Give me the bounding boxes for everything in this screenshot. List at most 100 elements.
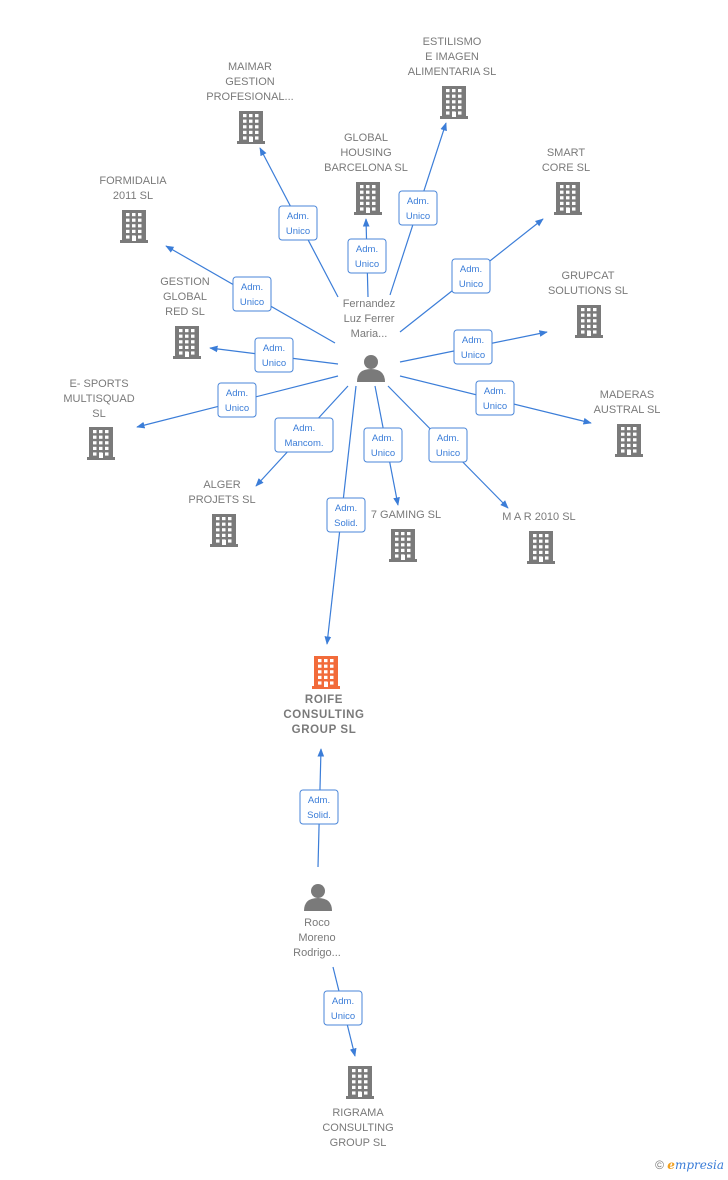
building-icon[interactable] — [440, 86, 468, 119]
empresia-logo[interactable]: empresia — [667, 1158, 724, 1172]
role-badge[interactable] — [451, 258, 491, 294]
role-badge-text: Solid. — [334, 518, 358, 529]
role-badge-text: Unico — [459, 279, 483, 290]
node-label: M A R 2010 SL — [502, 511, 575, 523]
role-badge-text: Adm. — [241, 282, 263, 293]
role-badge[interactable] — [475, 380, 515, 416]
node-label: GRUPCAT — [562, 270, 615, 282]
role-badge[interactable] — [323, 990, 363, 1026]
role-badge[interactable] — [453, 329, 493, 365]
role-badge-text: Adm. — [462, 335, 484, 346]
node-label: E- SPORTS — [69, 378, 128, 390]
role-badge[interactable] — [278, 205, 318, 241]
relation-edge-fernandez-gaming[interactable]: Adm.Unico — [363, 385, 403, 506]
node-label: MULTISQUAD — [63, 393, 134, 405]
relation-edge-fernandez-gestion_global[interactable]: Adm.Unico — [209, 337, 339, 373]
relation-edge-fernandez-roife[interactable]: Adm. Solid. — [324, 385, 366, 645]
role-badge-text: Adm. — [293, 423, 315, 434]
node-label: SL — [92, 408, 105, 420]
building-icon[interactable] — [554, 182, 582, 215]
node-label: MAIMAR — [228, 61, 272, 73]
role-badge[interactable] — [347, 238, 387, 274]
node-mar2010[interactable]: M A R 2010 SL — [502, 511, 576, 564]
node-label: GESTION — [225, 76, 275, 88]
building-icon[interactable] — [312, 656, 340, 689]
building-icon[interactable] — [354, 182, 382, 215]
node-esports[interactable]: E- SPORTS MULTISQUAD SL — [63, 378, 135, 460]
node-maimar[interactable]: MAIMAR GESTION PROFESIONAL... — [206, 61, 294, 144]
role-badge-text: Unico — [240, 297, 264, 308]
node-roco[interactable]: RocoMorenoRodrigo... — [293, 884, 341, 959]
role-badge-text: Solid. — [307, 810, 331, 821]
node-label: CONSULTING — [283, 709, 364, 721]
role-badge-text: Unico — [331, 1011, 355, 1022]
role-badge[interactable] — [274, 417, 334, 453]
relation-edge-fernandez-estilismo[interactable]: Adm. Unico — [389, 122, 447, 296]
person-icon[interactable] — [304, 884, 332, 911]
node-label: ALGER — [203, 479, 240, 491]
role-badge-text: Unico — [225, 403, 249, 414]
node-label: ESTILISMO — [423, 36, 482, 48]
relation-edge-fernandez-esports[interactable]: Adm. Unico — [136, 375, 339, 429]
role-badge[interactable] — [326, 497, 366, 533]
role-badge[interactable] — [428, 427, 468, 463]
node-label: Maria... — [351, 328, 388, 340]
role-badge-text: Adm. — [335, 503, 357, 514]
role-badge[interactable] — [217, 382, 257, 418]
building-icon[interactable] — [120, 210, 148, 243]
role-badge[interactable] — [254, 337, 294, 373]
person-icon[interactable] — [357, 355, 385, 382]
building-icon[interactable] — [210, 514, 238, 547]
node-label: HOUSING — [340, 147, 391, 159]
role-badge-text: Unico — [406, 211, 430, 222]
role-badge-text: Adm. — [356, 244, 378, 255]
building-icon[interactable] — [615, 424, 643, 457]
relation-edge-roco-rigrama[interactable]: Adm.Unico — [323, 966, 363, 1057]
building-icon[interactable] — [173, 326, 201, 359]
relation-edge-fernandez-grupcat[interactable]: Adm.Unico — [399, 329, 548, 365]
building-icon[interactable] — [389, 529, 417, 562]
footer-credit: © empresia — [655, 1158, 724, 1172]
role-badge[interactable] — [398, 190, 438, 226]
role-badge-text: Adm. — [407, 196, 429, 207]
relation-edge-fernandez-global_housing[interactable]: Adm.Unico — [347, 218, 387, 298]
role-badge-text: Adm. — [437, 433, 459, 444]
node-label: Moreno — [298, 932, 335, 944]
node-label: 7 GAMING SL — [371, 509, 441, 521]
node-label: PROFESIONAL... — [206, 91, 293, 103]
relation-edge-fernandez-maderas[interactable]: Adm.Unico — [399, 375, 592, 425]
building-icon[interactable] — [527, 531, 555, 564]
node-label: BARCELONA SL — [324, 162, 408, 174]
role-badge[interactable] — [299, 789, 339, 825]
node-label: CORE SL — [542, 162, 590, 174]
role-badge[interactable] — [363, 427, 403, 463]
node-label: E IMAGEN — [425, 51, 479, 63]
relation-edge-fernandez-formidalia[interactable]: Adm. Unico — [165, 245, 336, 344]
role-badge-text: Mancom. — [284, 438, 323, 449]
building-icon[interactable] — [575, 305, 603, 338]
relation-edge-fernandez-maimar[interactable]: Adm.Unico — [259, 147, 339, 298]
role-badge-text: Adm. — [263, 343, 285, 354]
relation-edge-fernandez-alger[interactable]: Adm. Mancom. — [255, 385, 349, 487]
node-gaming[interactable]: 7 GAMING SL — [371, 509, 441, 562]
relation-edge-fernandez-mar2010[interactable]: Adm.Unico — [387, 385, 509, 509]
node-label: FORMIDALIA — [99, 175, 167, 187]
role-badge-text: Adm. — [226, 388, 248, 399]
relation-edge-roco-roife[interactable]: Adm.Solid. — [299, 748, 339, 868]
building-icon[interactable] — [346, 1066, 374, 1099]
building-icon[interactable] — [87, 427, 115, 460]
relation-edge-fernandez-smart_core[interactable]: Adm.Unico — [399, 218, 544, 333]
role-badge[interactable] — [232, 276, 272, 312]
building-icon[interactable] — [237, 111, 265, 144]
